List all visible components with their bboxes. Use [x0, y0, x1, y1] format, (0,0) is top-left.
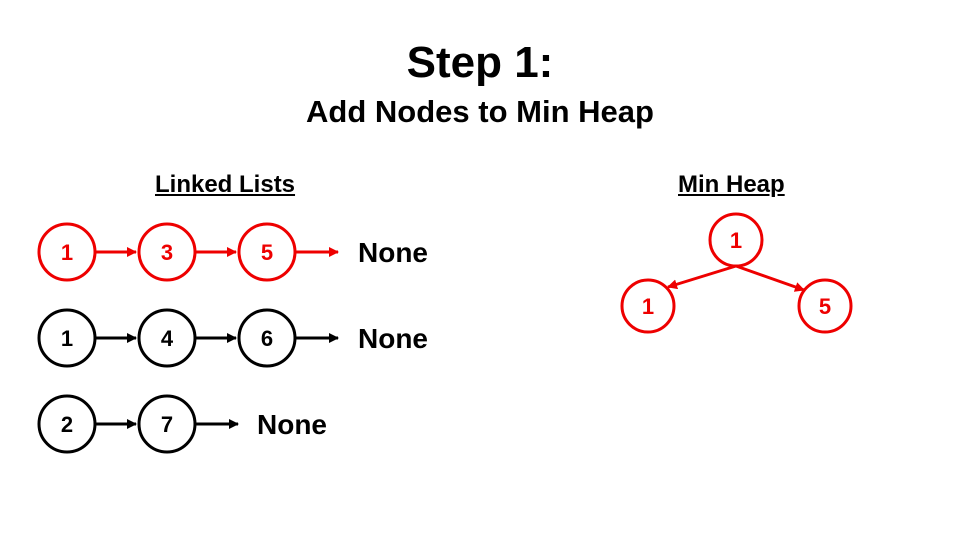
list2-node-1-label: 1	[61, 326, 73, 351]
heap-right-label: 5	[819, 294, 831, 319]
heap-root-label: 1	[730, 228, 742, 253]
list3-node-1-label: 2	[61, 412, 73, 437]
linked-list-2: 1 4 6 None	[37, 308, 428, 368]
linked-list-1: 1 3 5 None	[37, 222, 428, 282]
list2-terminal: None	[358, 323, 428, 354]
heap-left-node	[620, 278, 676, 334]
linked-list-3: 2 7 None	[37, 394, 327, 454]
list1-node-2-label: 3	[161, 240, 173, 265]
list1-node-3-label: 5	[261, 240, 273, 265]
list2-node-2-label: 4	[161, 326, 174, 351]
heap-edge-right	[735, 264, 805, 292]
slide-subtitle: Add Nodes to Min Heap	[306, 94, 654, 129]
list2-node-3-label: 6	[261, 326, 273, 351]
heap-right-node	[797, 278, 853, 334]
heap-edge-left	[667, 264, 737, 290]
min-heap-tree: 1 1 5	[620, 212, 853, 334]
slide-title: Step 1:	[406, 38, 554, 87]
list3-node-2-label: 7	[161, 412, 173, 437]
heap-root-node	[708, 212, 764, 268]
list1-node-1-label: 1	[61, 240, 73, 265]
heap-left-label: 1	[642, 294, 654, 319]
list3-terminal: None	[257, 409, 327, 440]
list1-terminal: None	[358, 237, 428, 268]
linked-lists-heading: Linked Lists	[155, 171, 296, 198]
min-heap-heading: Min Heap	[678, 171, 785, 198]
